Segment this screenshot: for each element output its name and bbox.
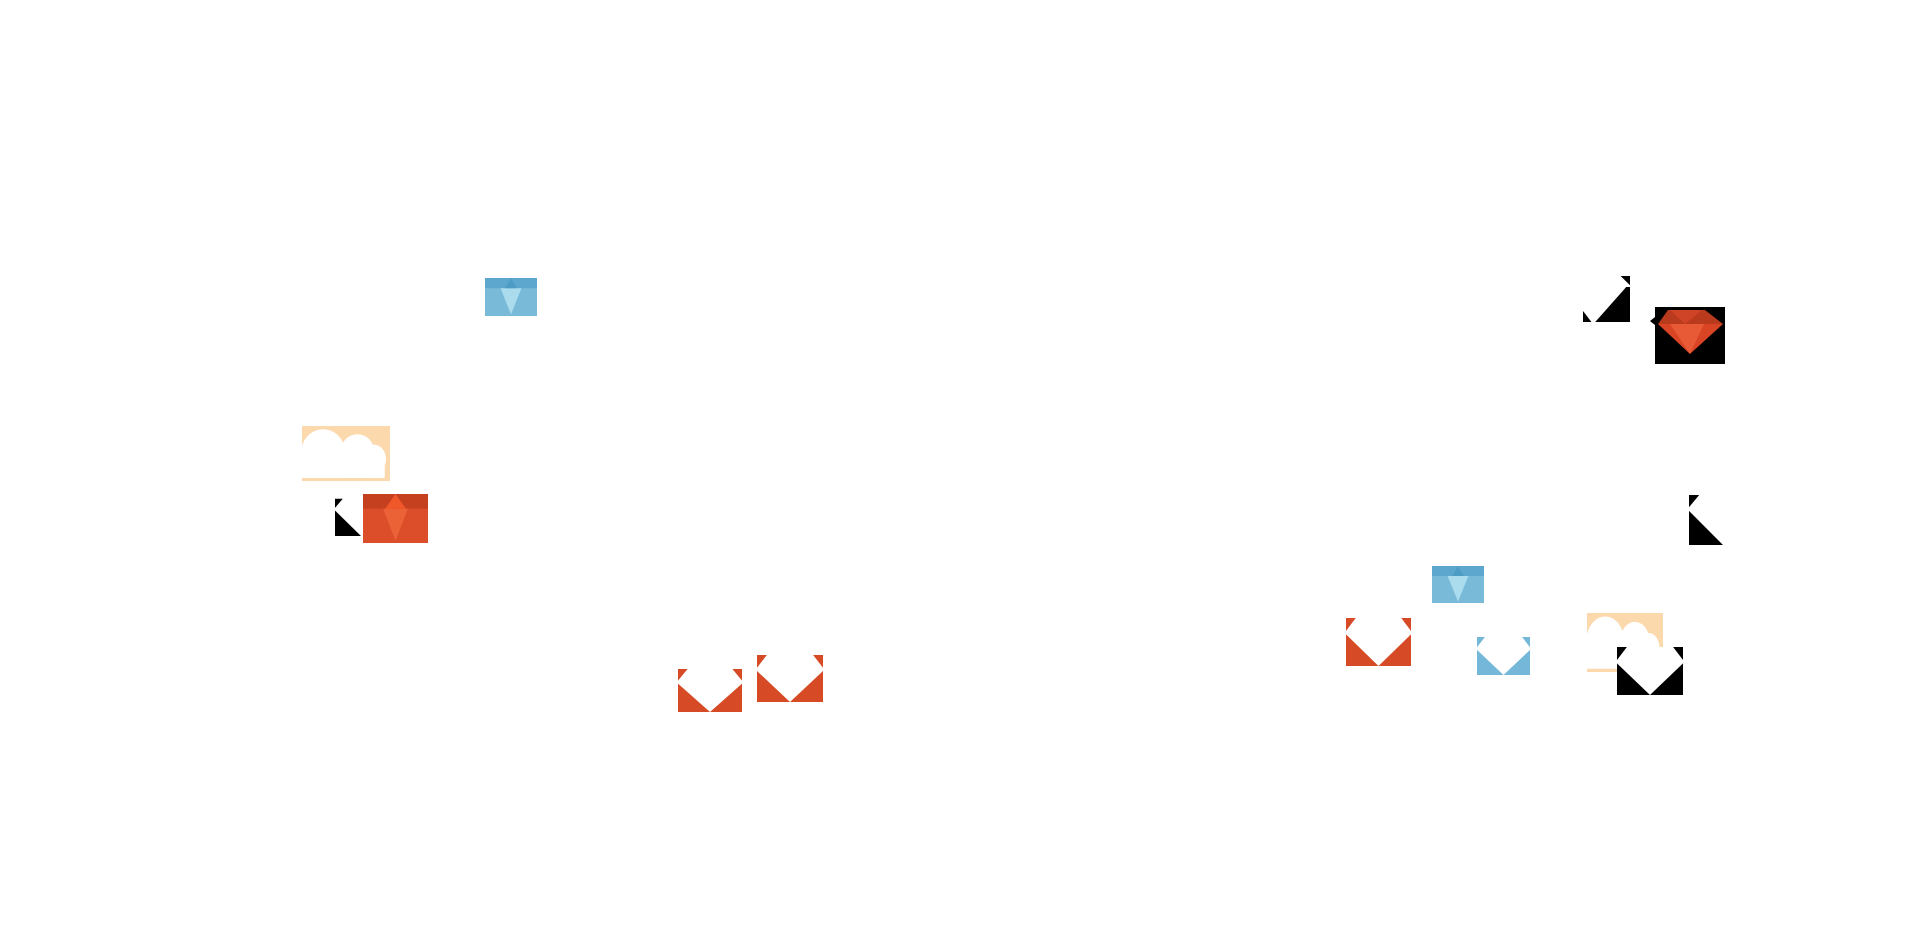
gem-blue-clipped[interactable] [1432, 566, 1484, 603]
gem-black-outline[interactable] [1617, 647, 1683, 695]
gem-fragment-black [335, 498, 361, 536]
gem-fragment-black [1689, 495, 1723, 545]
gem-red-outline[interactable] [757, 655, 823, 702]
ruby-gem-tile[interactable] [1650, 307, 1725, 364]
gem-fragment-check-black [1583, 276, 1630, 322]
gem-red-outline[interactable] [678, 669, 742, 712]
gem-red-outline[interactable] [1346, 618, 1411, 666]
gem-blue-outline[interactable] [1477, 637, 1530, 675]
gem-blue-clipped[interactable] [485, 278, 537, 316]
cloud-icon [302, 426, 390, 481]
gem-red-clipped[interactable] [363, 494, 428, 543]
